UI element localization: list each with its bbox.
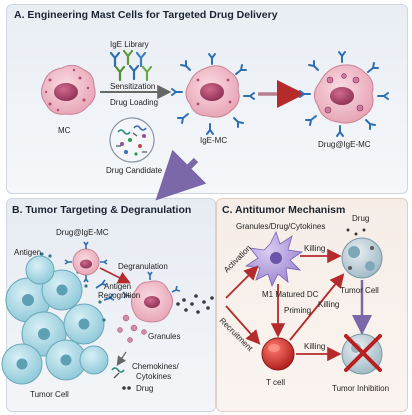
recruitment-arrow — [225, 305, 261, 345]
degranulation-arrow — [99, 267, 131, 284]
c-tumor-inhibition-label: Tumor Inhibition — [332, 384, 390, 393]
killing-mid-arrow — [289, 273, 345, 341]
c-tumor-cell-label: Tumor Cell — [340, 286, 379, 295]
c-drug-label: Drug — [352, 214, 370, 223]
panel-a-title: A. Engineering Mast Cells for Targeted D… — [14, 9, 278, 21]
t-cell-icon — [261, 337, 295, 371]
ige-library-label: IgE Library — [110, 40, 149, 49]
b-chemokines-label-2: Cytokines — [136, 372, 172, 381]
c-killing-top-label: Killing — [304, 244, 326, 253]
chemokines-legend-icon — [111, 367, 125, 379]
c-killing-mid-label: Killing — [318, 300, 340, 309]
tumor-inhibition-icon — [341, 333, 383, 375]
c-granules-drug-cytokines-label: Granules/Drug/Cytokines — [236, 222, 326, 231]
panel-c — [216, 198, 408, 412]
b-drug-label: Drug — [136, 384, 154, 393]
b-antigen-recognition-label-1: Antigen — [104, 282, 132, 291]
b-granules-label: Granules — [148, 332, 181, 341]
c-m1-dc-label: M1 Matured DC — [262, 290, 319, 299]
drug-candidate-icon — [109, 117, 155, 163]
drug-ige-mc-small-icon — [64, 241, 108, 283]
ige-mc-label: IgE-MC — [200, 136, 228, 145]
drug-legend-icon — [122, 386, 131, 390]
transition-arrow-a-to-b — [155, 149, 207, 201]
c-t-cell-label: T cell — [266, 378, 285, 387]
b-antigen-recognition-label-2: Recognition — [98, 291, 141, 300]
ige-library-icon — [109, 49, 153, 82]
c-priming-label: Priming — [284, 306, 312, 315]
ige-mc-cell-icon — [171, 53, 255, 135]
drug-particles-icon — [176, 294, 214, 314]
tumor-cell-c-icon — [341, 237, 383, 279]
drug-candidate-label: Drug Candidate — [106, 166, 163, 175]
b-drug-ige-mc-label: Drug@IgE-MC — [56, 228, 109, 237]
tumor-cell-cluster-icon — [1, 255, 109, 385]
mc-label: MC — [58, 126, 71, 135]
antigen-recognition-icon — [95, 279, 115, 301]
b-chemokines-label-1: Chemokines/ — [132, 362, 179, 371]
m1-dc-icon — [244, 230, 304, 288]
activation-arrow — [225, 265, 259, 299]
granules-icon — [117, 314, 147, 343]
panel-b-title: B. Tumor Targeting & Degranulation — [12, 204, 192, 216]
mast-cell-icon — [40, 64, 96, 115]
degranulating-mast-cell-icon — [122, 271, 181, 323]
drug-loading-label: Drug Loading — [110, 98, 159, 107]
b-tumor-cell-label: Tumor Cell — [30, 390, 69, 399]
drug-ige-mc-cell-icon — [299, 51, 389, 137]
b-degranulation-label: Degranulation — [118, 262, 168, 271]
sensitization-label: Sensitization — [110, 82, 156, 91]
b-antigen-label: Antigen — [14, 248, 42, 257]
panel-c-title: C. Antitumor Mechanism — [222, 204, 346, 216]
drug-c-icon — [346, 228, 366, 236]
granule-release-arrow — [116, 351, 127, 366]
c-killing-low-label: Killing — [304, 342, 326, 351]
drug-ige-mc-label: Drug@IgE-MC — [318, 140, 371, 149]
